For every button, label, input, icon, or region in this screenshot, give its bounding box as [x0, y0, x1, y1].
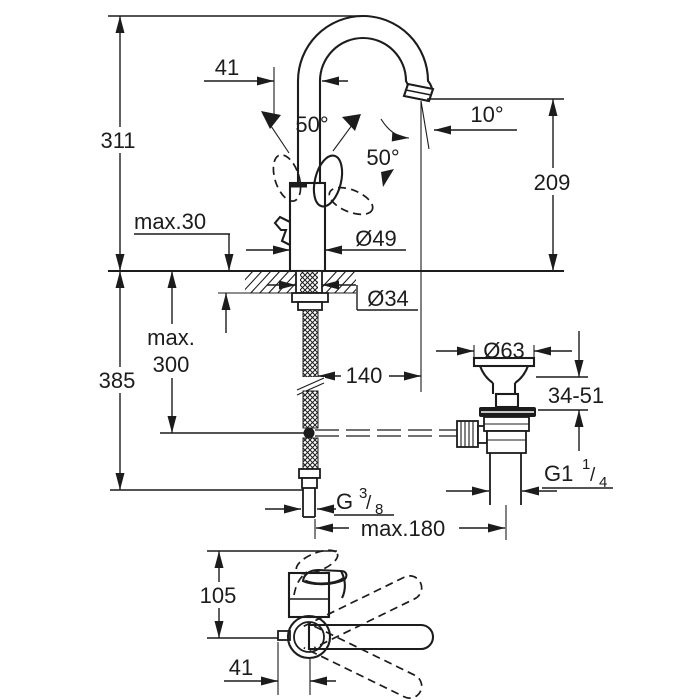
rod-length-label-line2: 300 — [153, 352, 190, 377]
angle-arrow-down-icon — [381, 169, 394, 187]
handle-height-label: 105 — [200, 583, 237, 608]
waste-thread-slash: / — [590, 465, 596, 486]
dim-spout-height: 209 — [427, 98, 581, 271]
rod-length-label-line1: max. — [147, 325, 195, 350]
lever-dashed-right — [328, 186, 374, 216]
waste-thread-prefix: G1 — [544, 461, 573, 486]
body-diameter-label: Ø49 — [355, 226, 397, 251]
lever-dashed-up — [303, 575, 423, 649]
handle-swing-left-label: 50° — [295, 112, 328, 137]
lever-dashed-down — [303, 625, 423, 699]
total-height-label: 311 — [100, 128, 135, 153]
waste-assembly — [472, 356, 536, 540]
waste-distance-label: max.180 — [361, 516, 445, 541]
dim-handle-swing-right: 50° — [366, 145, 400, 187]
handle-offset-label: 41 — [229, 655, 253, 680]
waste-thread-denominator: 4 — [599, 474, 607, 491]
dim-deck-range: 34-51 — [536, 331, 604, 451]
lever-solid-front — [307, 623, 435, 651]
dim-total-height: 311 — [93, 15, 366, 271]
lever-solid — [312, 154, 344, 208]
cartridge-mark — [291, 183, 307, 188]
waste-body — [486, 430, 527, 454]
spout-stub — [277, 630, 291, 641]
dim-spout-reach: 140 — [318, 363, 421, 388]
spout-outline — [296, 15, 435, 183]
waste-thread-numerator: 1 — [582, 456, 590, 473]
supply-thread-denominator: 8 — [375, 501, 383, 518]
under-counter-assembly — [291, 270, 488, 539]
dim-flow-angle: 10° — [380, 100, 517, 392]
angle-arrow-right-icon — [342, 114, 361, 131]
main-view: 50° 50° 10° 311 209 — [91, 15, 613, 541]
aerator — [402, 82, 435, 103]
total-depth-label: 385 — [99, 368, 136, 393]
escutcheon-inner — [293, 621, 325, 653]
dim-hole-diameter: Ø34 — [267, 280, 418, 311]
supply-connector — [298, 468, 321, 479]
deck-range-label: 34-51 — [548, 383, 604, 408]
supply-thread-prefix: G — [336, 489, 353, 514]
dim-spout-offset: 41 — [204, 55, 348, 122]
supply-thread-numerator: 3 — [359, 485, 367, 502]
dim-waste-distance: max.180 — [316, 516, 505, 541]
lever-swing — [277, 575, 435, 699]
dim-waste-thread: G1 1 / 4 — [446, 456, 613, 496]
handle-dashed-raised — [295, 549, 339, 575]
rod-adjuster — [456, 420, 479, 448]
handle-swing-right-label: 50° — [366, 145, 399, 170]
spout-reach-label: 140 — [346, 363, 383, 388]
rod-pivot — [303, 427, 315, 439]
dim-supply-thread: G 3 / 8 — [265, 485, 394, 518]
dim-waste-diameter: Ø63 — [436, 338, 572, 363]
escutcheon-outer — [286, 614, 332, 660]
mounting-nut — [291, 292, 329, 303]
dim-total-depth: 385 — [91, 271, 303, 491]
front-body — [287, 568, 348, 619]
deck-thickness-label: max.30 — [134, 209, 206, 234]
spout-height-label: 209 — [534, 170, 571, 195]
waste-plug — [472, 356, 536, 368]
supply-thread-slash: / — [366, 493, 372, 514]
flow-angle-label: 10° — [470, 102, 503, 127]
dim-deck-thickness: max.30 — [134, 209, 234, 333]
dim-body-diameter: Ø49 — [246, 226, 406, 255]
angle-arrow-left-icon — [261, 111, 281, 129]
waste-diameter-label: Ø63 — [483, 338, 525, 363]
dim-handle-swing-left: 50° — [261, 111, 361, 154]
dim-handle-offset: 41 — [224, 642, 336, 695]
supply-hose — [302, 309, 319, 378]
dim-handle-height: 105 — [192, 551, 246, 638]
top-view: 105 41 — [192, 549, 435, 699]
dim-rod-length: max. 300 — [139, 271, 305, 434]
side-handle — [273, 215, 291, 246]
hole-diameter-label: Ø34 — [367, 286, 409, 311]
spout-offset-label: 41 — [215, 55, 239, 80]
